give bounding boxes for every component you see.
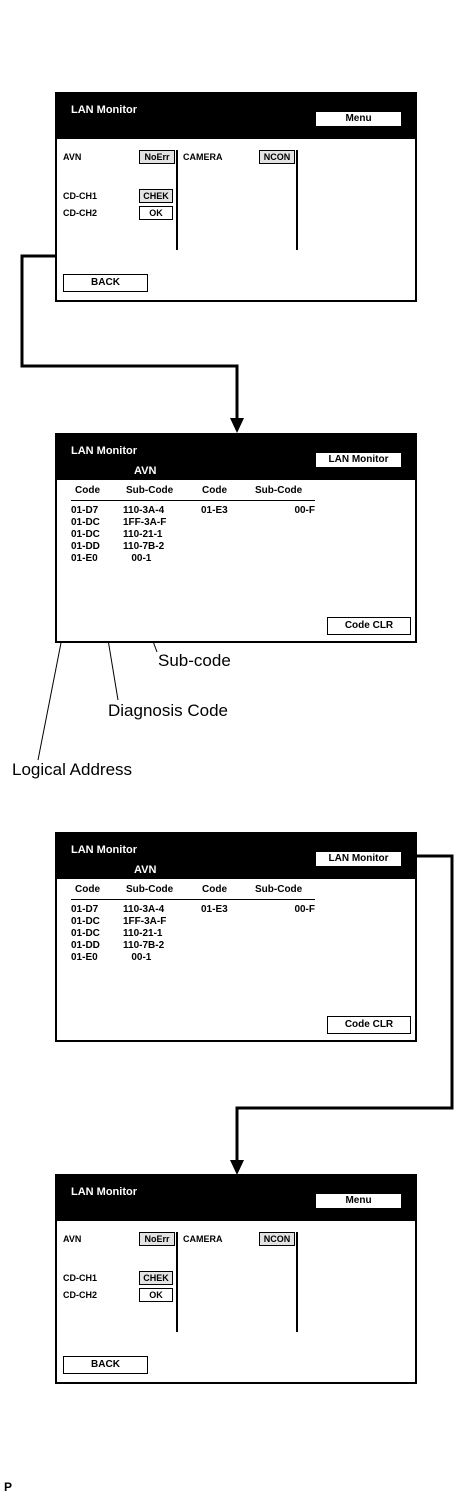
lan-monitor-screen-1: LAN Monitor Menu AVN NoErr CAMERA NCON C…	[55, 92, 417, 302]
subcode-cell: 110-21-1	[123, 529, 163, 540]
cd-ch2-status[interactable]: OK	[139, 1288, 173, 1302]
cd-ch1-status[interactable]: CHEK	[139, 1271, 173, 1285]
cd-ch1-status[interactable]: CHEK	[139, 189, 173, 203]
divider-2	[296, 1232, 298, 1332]
screen-header: LAN Monitor Menu	[57, 94, 415, 139]
subcode-cell: 00-F	[294, 904, 315, 915]
code-cell: 01-D7	[71, 904, 99, 915]
callout-logical-address: Logical Address	[12, 760, 133, 779]
subcode-cell: 00-F	[294, 505, 315, 516]
table-row: 01-D7 110-3A-4 01-E3 00-F	[71, 505, 315, 517]
screen-title: LAN Monitor	[71, 1186, 137, 1198]
back-button[interactable]: BACK	[63, 1356, 148, 1374]
code-table: Code Sub-Code Code Sub-Code 01-D7 110-3A…	[71, 485, 315, 565]
subcode-cell: 110-21-1	[123, 928, 163, 939]
subcode-cell: 110-7B-2	[123, 940, 165, 951]
code-cell: 01-E3	[201, 505, 228, 516]
code-clear-button[interactable]: Code CLR	[327, 617, 411, 635]
code-cell: 01-DD	[71, 940, 100, 951]
code-clear-button[interactable]: Code CLR	[327, 1016, 411, 1034]
camera-status[interactable]: NCON	[259, 150, 295, 164]
code-cell: 01-DC	[71, 517, 100, 528]
column-header: Code	[202, 884, 227, 895]
code-cell: 01-D7	[71, 505, 99, 516]
code-table-header: Code Sub-Code Code Sub-Code	[71, 884, 315, 900]
table-row: 01-E0 00-1	[71, 952, 315, 964]
code-table-header: Code Sub-Code Code Sub-Code	[71, 485, 315, 501]
screen-header: LAN Monitor AVN LAN Monitor	[57, 834, 415, 879]
lan-monitor-button[interactable]: LAN Monitor	[315, 851, 402, 867]
divider-2	[296, 150, 298, 250]
avn-status[interactable]: NoErr	[139, 1232, 175, 1246]
code-cell: 01-E0	[71, 553, 98, 564]
footer-mark: P	[4, 1480, 13, 1494]
subcode-cell: 110-3A-4	[123, 904, 165, 915]
camera-label: CAMERA	[183, 1234, 223, 1244]
camera-status[interactable]: NCON	[259, 1232, 295, 1246]
code-cell: 01-DC	[71, 529, 100, 540]
column-header: Code	[75, 485, 100, 496]
table-row: 01-DD 110-7B-2	[71, 541, 315, 553]
avn-label: AVN	[63, 1234, 82, 1244]
lan-monitor-codes-screen-2: LAN Monitor AVN LAN Monitor Code Sub-Cod…	[55, 832, 417, 1042]
table-row: 01-DC 1FF-3A-F	[71, 517, 315, 529]
divider-1	[176, 150, 178, 250]
screen-subtitle: AVN	[134, 465, 157, 477]
subcode-cell: 1FF-3A-F	[123, 517, 167, 528]
table-row: 01-DD 110-7B-2	[71, 940, 315, 952]
code-cell: 01-DC	[71, 916, 100, 927]
screen-subtitle: AVN	[134, 864, 157, 876]
screen-title: LAN Monitor	[71, 445, 137, 457]
avn-status[interactable]: NoErr	[139, 150, 175, 164]
code-cell: 01-DD	[71, 541, 100, 552]
menu-button[interactable]: Menu	[315, 111, 402, 127]
table-row: 01-E0 00-1	[71, 553, 315, 565]
screen-header: LAN Monitor Menu	[57, 1176, 415, 1221]
divider-1	[176, 1232, 178, 1332]
cd-ch1-label: CD-CH1	[63, 1273, 98, 1283]
column-header: Code	[202, 485, 227, 496]
subcode-cell: 00-1	[123, 553, 152, 564]
code-cell: 01-E0	[71, 952, 98, 963]
arrowhead-2	[230, 1160, 244, 1175]
subcode-cell: 00-1	[123, 952, 152, 963]
screen-title: LAN Monitor	[71, 844, 137, 856]
subcode-cell: 1FF-3A-F	[123, 916, 167, 927]
connector-line-2	[235, 854, 454, 1162]
column-header: Sub-Code	[126, 485, 174, 496]
column-header: Code	[75, 884, 100, 895]
back-button[interactable]: BACK	[63, 274, 148, 292]
lan-monitor-button[interactable]: LAN Monitor	[315, 452, 402, 468]
table-row: 01-DC 1FF-3A-F	[71, 916, 315, 928]
table-row: 01-D7 110-3A-4 01-E3 00-F	[71, 904, 315, 916]
cd-ch2-label: CD-CH2	[63, 1290, 98, 1300]
screen-header: LAN Monitor AVN LAN Monitor	[57, 435, 415, 480]
subcode-cell: 110-7B-2	[123, 541, 165, 552]
table-row: 01-DC 110-21-1	[71, 529, 315, 541]
arrowhead-1	[230, 418, 244, 433]
camera-label: CAMERA	[183, 152, 223, 162]
code-cell: 01-DC	[71, 928, 100, 939]
screen-title: LAN Monitor	[71, 104, 137, 116]
table-row: 01-DC 110-21-1	[71, 928, 315, 940]
cd-ch2-status[interactable]: OK	[139, 206, 173, 220]
cd-ch1-label: CD-CH1	[63, 191, 98, 201]
avn-label: AVN	[63, 152, 82, 162]
column-header: Sub-Code	[255, 485, 303, 496]
callout-diagnosis-code: Diagnosis Code	[108, 701, 229, 720]
subcode-cell: 110-3A-4	[123, 505, 165, 516]
callout-sub-code: Sub-code	[158, 651, 231, 670]
lan-monitor-codes-screen-1: LAN Monitor AVN LAN Monitor Code Sub-Cod…	[55, 433, 417, 643]
column-header: Sub-Code	[255, 884, 303, 895]
code-table: Code Sub-Code Code Sub-Code 01-D7 110-3A…	[71, 884, 315, 964]
cd-ch2-label: CD-CH2	[63, 208, 98, 218]
column-header: Sub-Code	[126, 884, 174, 895]
code-cell: 01-E3	[201, 904, 228, 915]
lan-monitor-screen-2: LAN Monitor Menu AVN NoErr CAMERA NCON C…	[55, 1174, 417, 1384]
menu-button[interactable]: Menu	[315, 1193, 402, 1209]
